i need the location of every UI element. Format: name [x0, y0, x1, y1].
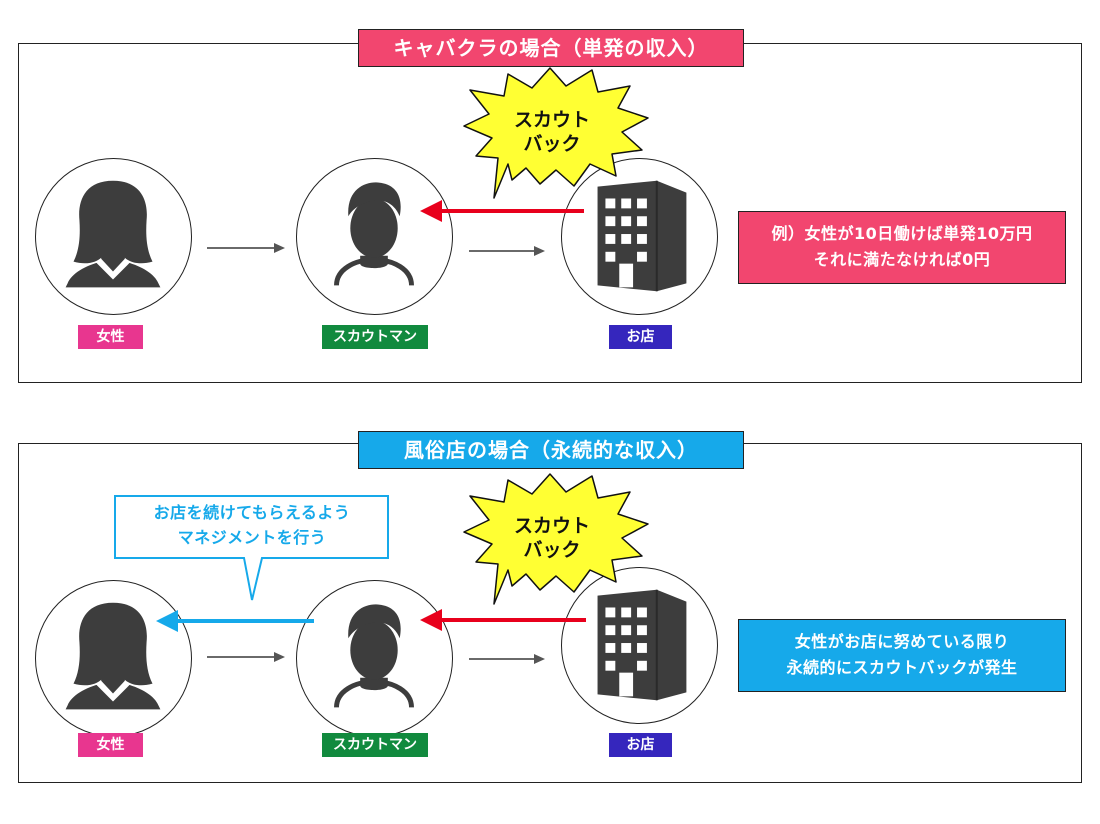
woman-label: 女性 — [78, 325, 143, 349]
fuzoku-info-box: 女性がお店に努めている限り 永続的にスカウトバックが発生 — [738, 619, 1066, 692]
building-icon — [597, 180, 687, 292]
bubble-line1: お店を続けてもらえるよう — [153, 503, 351, 522]
bubble-line2: マネジメントを行う — [177, 528, 327, 547]
cabaret-example-line2: それに満たなければ0円 — [813, 250, 991, 269]
woman-circle — [35, 580, 192, 737]
fuzoku-info-line2: 永続的にスカウトバックが発生 — [786, 658, 1018, 677]
scout-back-burst-text: スカウト バック — [482, 514, 622, 562]
woman-icon — [65, 602, 161, 710]
woman-circle — [35, 158, 192, 315]
shop-circle — [561, 158, 718, 315]
cabaret-example-line1: 例）女性が10日働けば単発10万円 — [771, 224, 1033, 243]
shop-label: お店 — [609, 733, 672, 757]
panel-fuzoku-title: 風俗店の場合（永続的な収入） — [358, 431, 744, 469]
man-icon — [334, 604, 414, 708]
woman-label: 女性 — [78, 733, 143, 757]
panel-cabaret-title: キャバクラの場合（単発の収入） — [358, 29, 744, 67]
shop-circle — [561, 567, 718, 724]
cabaret-example-box: 例）女性が10日働けば単発10万円 それに満たなければ0円 — [738, 211, 1066, 284]
scout-label: スカウトマン — [322, 325, 428, 349]
man-icon — [334, 182, 414, 286]
scout-back-burst-text: スカウト バック — [482, 108, 622, 156]
management-bubble-text: お店を続けてもらえるよう マネジメントを行う — [118, 500, 386, 550]
burst-line1: スカウト — [513, 515, 590, 537]
shop-label: お店 — [609, 325, 672, 349]
building-icon — [597, 589, 687, 701]
burst-line2: バック — [523, 133, 581, 155]
burst-line2: バック — [523, 539, 581, 561]
fuzoku-info-line1: 女性がお店に努めている限り — [794, 632, 1010, 651]
burst-line1: スカウト — [513, 109, 590, 131]
scout-label: スカウトマン — [322, 733, 428, 757]
woman-icon — [65, 180, 161, 288]
scout-circle — [296, 158, 453, 315]
scout-circle — [296, 580, 453, 737]
